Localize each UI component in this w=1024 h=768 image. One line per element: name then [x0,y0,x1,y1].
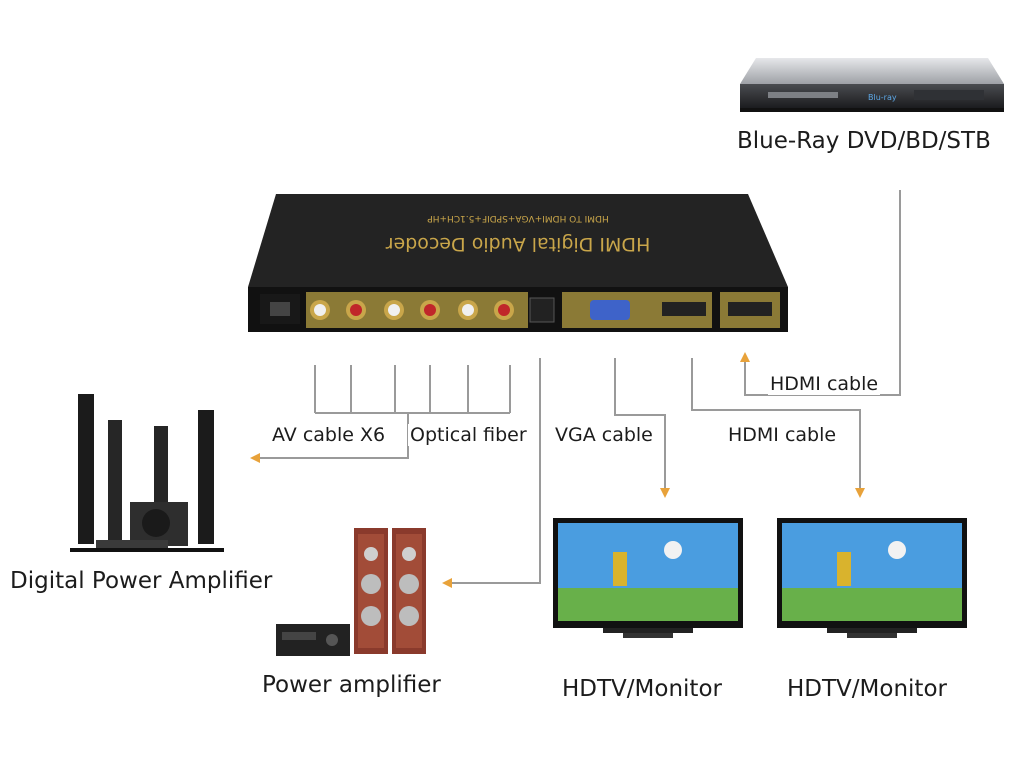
monitor-1-icon [553,518,743,638]
hdmi-out-wire [691,358,861,490]
hdmi-in-wire [744,190,901,396]
bluray-player-icon: Blu-ray [740,58,1004,112]
monitor-2-icon [777,518,967,638]
av-arrow [250,453,260,463]
power-amp-label: Power amplifier [262,672,441,698]
digital-amp-label: Digital Power Amplifier [10,568,273,594]
source-label: Blue-Ray DVD/BD/STB [737,128,991,154]
hdmi-in-arrow [740,352,750,362]
vga-cable-label: VGA cable [553,424,655,446]
monitor-2-label: HDTV/Monitor [787,676,947,702]
speaker-system-icon [70,394,224,552]
decoder-subtitle: HDMI TO HDMI+VGA+SPDIF+5.1CH+HP [427,213,609,223]
svg-text:Blu-ray: Blu-ray [868,93,897,102]
vga-wire [614,358,666,490]
rca-jacks [310,300,514,320]
power-amplifier-icon [276,528,426,656]
optical-cable-label: Optical fiber [408,424,529,446]
av-cable-label: AV cable X6 [270,424,388,446]
decoder-title: HDMI Digital Audio Decoder [386,233,651,255]
monitor-1-label: HDTV/Monitor [562,676,722,702]
decoder-box: HDMI Digital Audio Decoder HDMI TO HDMI+… [248,194,788,332]
optical-arrow [442,578,452,588]
hdmi-out-cable-label: HDMI cable [726,424,839,446]
hdmi-out-arrow [855,488,865,498]
optical-wire [452,358,541,584]
hdmi-in-cable-label: HDMI cable [768,373,881,395]
vga-arrow [660,488,670,498]
